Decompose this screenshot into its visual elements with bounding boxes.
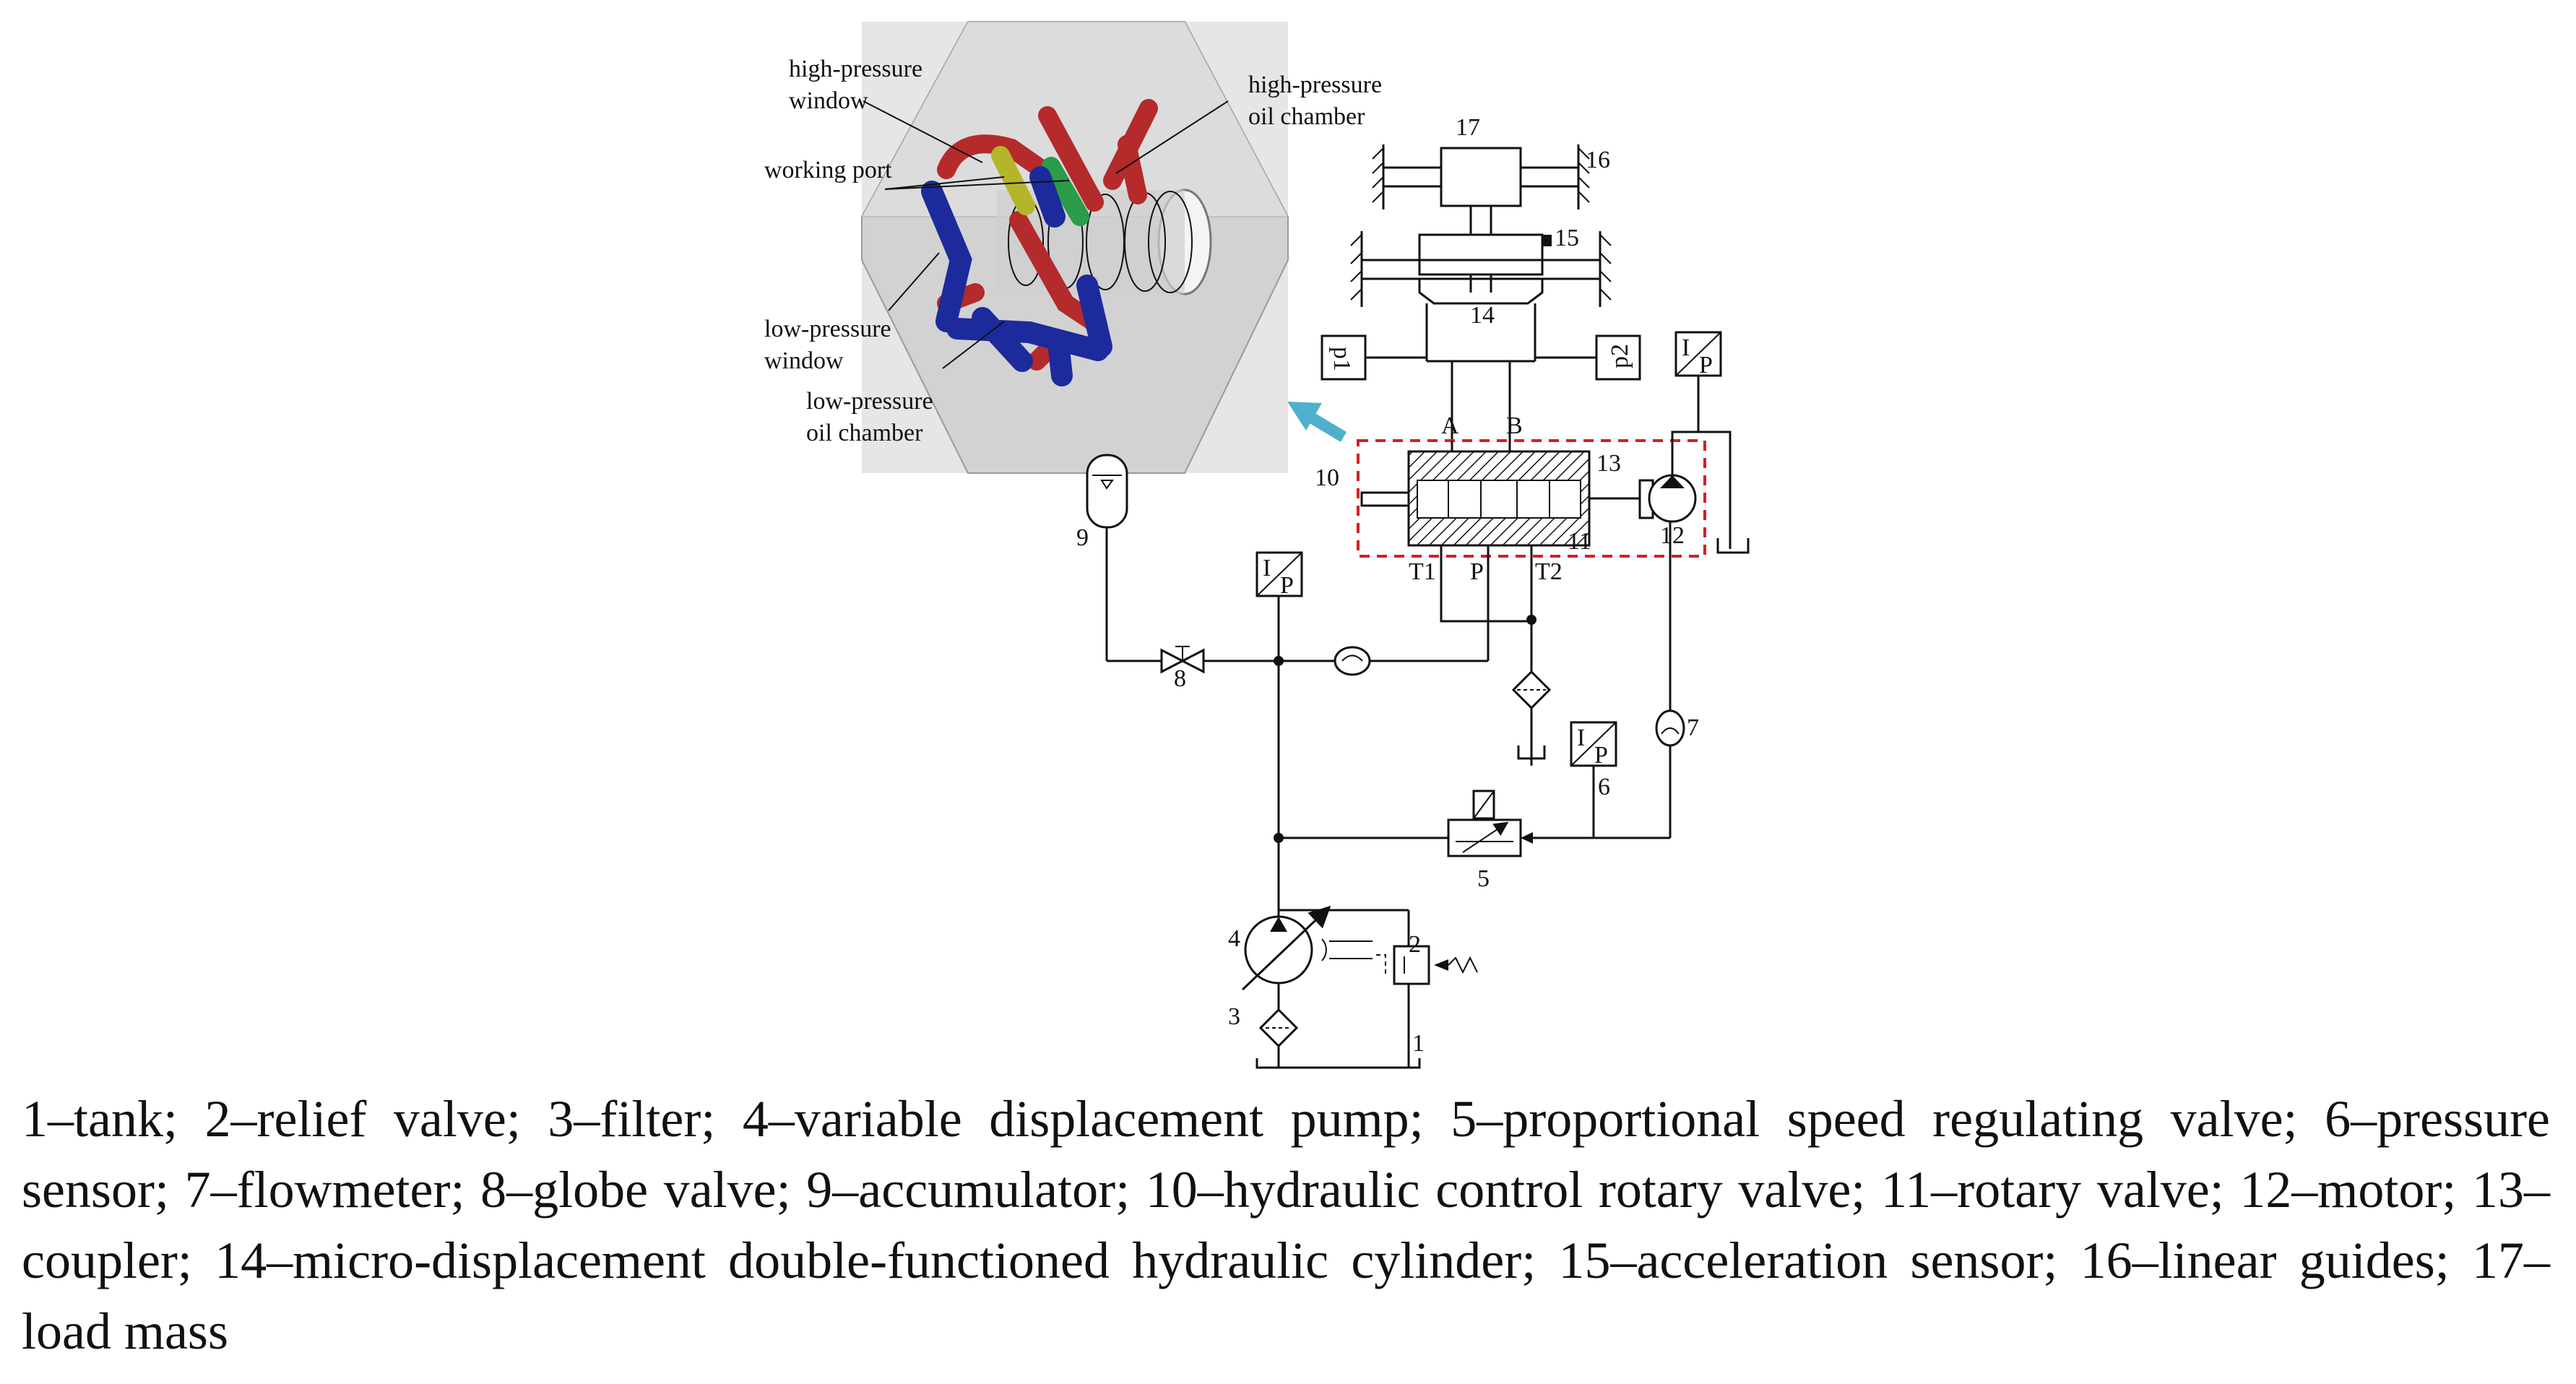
port-A: A xyxy=(1441,412,1459,439)
sensor-P-6: P xyxy=(1594,742,1608,769)
label-15: 15 xyxy=(1555,225,1579,251)
inset-pointer-arrow xyxy=(1287,402,1347,442)
label-9: 9 xyxy=(1076,524,1089,551)
label-low-pressure-window-1: low-pressure xyxy=(764,316,891,342)
sensor-I-mid: I xyxy=(1263,555,1271,581)
main-circuit: I P I P xyxy=(1076,454,1699,1069)
label-5: 5 xyxy=(1477,865,1490,892)
hydraulic-system-diagram: high-pressure window high-pressure oil c… xyxy=(764,21,1750,1069)
label-1: 1 xyxy=(1412,1030,1425,1057)
label-7: 7 xyxy=(1687,714,1699,741)
port-T2: T2 xyxy=(1535,558,1563,585)
port-B: B xyxy=(1506,412,1523,439)
label-high-pressure-window-2: window xyxy=(789,87,868,114)
label-low-pressure-oil-chamber-1: low-pressure xyxy=(806,388,933,415)
label-16: 16 xyxy=(1586,147,1610,173)
label-13: 13 xyxy=(1596,450,1621,477)
label-low-pressure-window-2: window xyxy=(764,347,844,374)
label-4: 4 xyxy=(1228,925,1240,952)
sensor-I-top: I xyxy=(1682,334,1690,361)
label-high-pressure-window-1: high-pressure xyxy=(789,56,922,82)
label-3: 3 xyxy=(1228,1003,1240,1030)
label-11: 11 xyxy=(1568,528,1591,555)
port-P: P xyxy=(1470,558,1484,585)
label-2: 2 xyxy=(1409,931,1421,958)
rotary-valve-assembly: A B T1 P T2 10 11 12 13 xyxy=(1315,412,1706,621)
label-working-port: working port xyxy=(764,157,892,183)
label-low-pressure-oil-chamber-2: oil chamber xyxy=(806,420,923,446)
sensor-P-top: P xyxy=(1699,352,1713,379)
label-17: 17 xyxy=(1456,114,1480,141)
rotary-valve-3d-inset: high-pressure window high-pressure oil c… xyxy=(764,21,1382,474)
sensor-p2-label: p2 xyxy=(1607,344,1633,368)
label-high-pressure-oil-chamber-1: high-pressure xyxy=(1248,72,1382,98)
load-and-cylinder: p1 p2 17 16 15 14 xyxy=(1321,114,1641,448)
motor-signal-and-drain: I P xyxy=(1671,331,1750,554)
sensor-P-mid: P xyxy=(1280,572,1294,599)
sensor-I-6: I xyxy=(1577,725,1585,751)
label-14: 14 xyxy=(1470,302,1495,329)
sensor-p1-label: p1 xyxy=(1328,347,1355,371)
label-high-pressure-oil-chamber-2: oil chamber xyxy=(1248,103,1365,130)
label-12: 12 xyxy=(1660,522,1685,549)
label-6: 6 xyxy=(1598,774,1610,800)
load-mass xyxy=(1440,147,1522,207)
label-10: 10 xyxy=(1315,464,1339,491)
label-8: 8 xyxy=(1174,665,1186,692)
port-T1: T1 xyxy=(1409,558,1436,585)
figure-caption: 1–tank; 2–relief valve; 3–filter; 4–vari… xyxy=(22,1090,2550,1360)
